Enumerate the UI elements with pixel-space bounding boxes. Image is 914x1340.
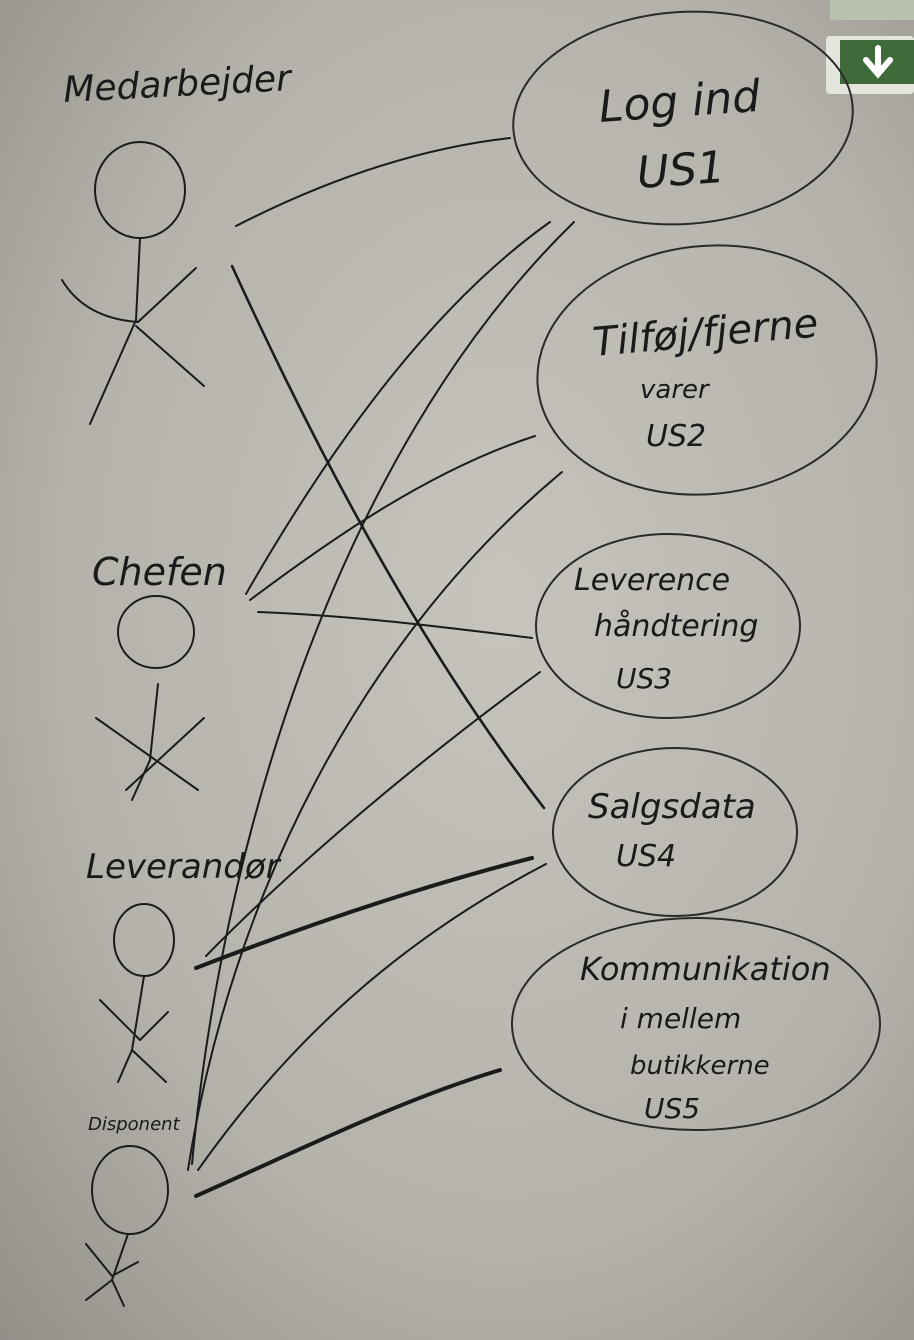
- us4-ellipse: [552, 747, 798, 917]
- line-disponent-us2: [187, 471, 563, 1171]
- line-chefen-us2: [249, 435, 536, 601]
- us1-title: Log ind: [597, 71, 763, 133]
- us5-line3: butikkerne: [630, 1051, 770, 1081]
- actor-chefen-figure: [95, 595, 205, 801]
- actor-label-leverandor: Leverandør: [86, 847, 282, 887]
- us3-id: US3: [616, 662, 672, 695]
- us3-subtitle: håndtering: [594, 609, 758, 644]
- actor-disponent-figure: [85, 1145, 169, 1307]
- us3-title: Leverence: [574, 563, 730, 598]
- us5-id: US5: [644, 1092, 700, 1125]
- us1-ellipse: [512, 10, 854, 226]
- us5-ellipse: [511, 917, 881, 1131]
- us2-subtitle: varer: [640, 375, 711, 405]
- down-arrow-icon: [863, 45, 893, 79]
- line-disponent-us1: [191, 221, 575, 1165]
- us1-id: US1: [635, 142, 726, 199]
- line-disponent-us5: [194, 1068, 502, 1198]
- actor-medarbejder-figure: [61, 141, 205, 425]
- us4-id: US4: [616, 839, 676, 874]
- us2-id: US2: [646, 419, 706, 454]
- us5-title: Kommunikation: [580, 950, 831, 988]
- line-chefen-us3: [257, 611, 533, 639]
- line-leverandor-us4: [194, 856, 534, 970]
- line-disponent-us4: [197, 863, 547, 1171]
- us5-line2: i mellem: [620, 1002, 741, 1035]
- line-medarbejder-us4: [230, 264, 546, 810]
- association-lines: [187, 137, 575, 1198]
- exit-sign: [826, 0, 914, 94]
- line-medarbejder-us1: [235, 137, 511, 227]
- actor-label-disponent: Disponent: [88, 1114, 181, 1135]
- us3-ellipse: [535, 533, 801, 719]
- line-leverandor-us3: [205, 671, 541, 957]
- us2-ellipse: [536, 244, 878, 496]
- actor-label-chefen: Chefen: [92, 550, 227, 594]
- line-chefen-us1: [245, 221, 551, 595]
- actor-leverandor-figure: [99, 903, 175, 1083]
- us4-title: Salgsdata: [588, 787, 756, 827]
